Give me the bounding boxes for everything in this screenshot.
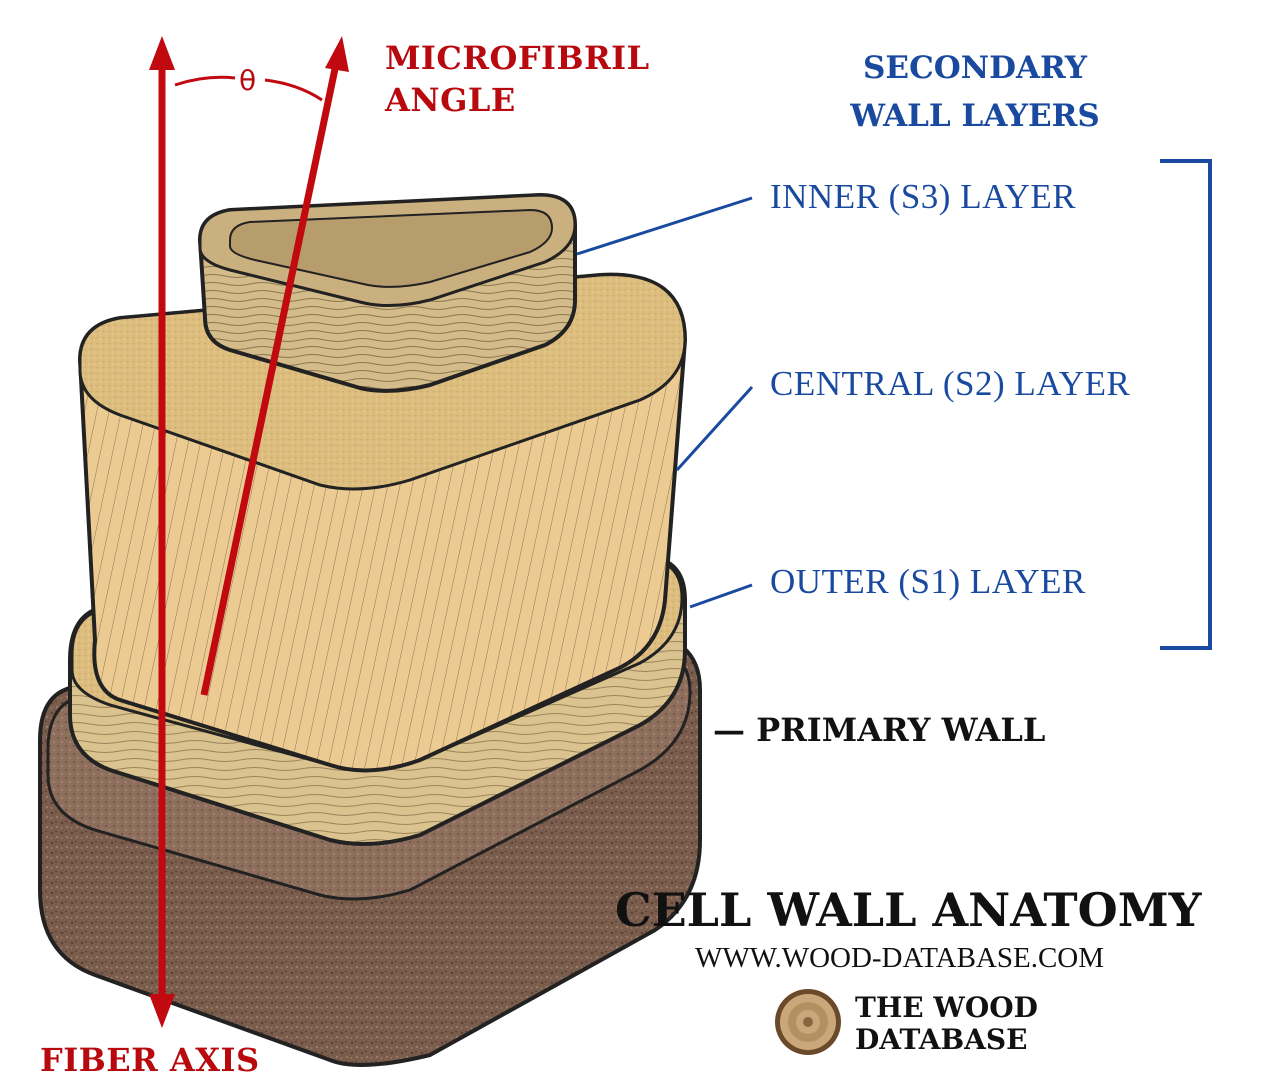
wood-log-icon (775, 989, 841, 1055)
logo-text-line2: DATABASE (855, 1024, 1027, 1056)
outer-layer-leader (690, 585, 752, 607)
central-s2-layer-label: CENTRAL (S2) LAYER (770, 364, 1130, 404)
inner-s3-layer-label: INNER (S3) LAYER (770, 177, 1076, 217)
theta-symbol: θ (239, 64, 256, 97)
secondary-wall-layers-line2: WALL LAYERS (830, 96, 1120, 137)
secondary-wall-bracket (1160, 161, 1210, 648)
theta-arc-right (265, 80, 322, 100)
diagram-title: CELL WALL ANATOMY (615, 882, 1201, 938)
inner-layer-leader (577, 198, 752, 254)
microfibril-angle-label-line1: MICROFIBRIL (385, 38, 650, 79)
secondary-wall-layers-line1: SECONDARY (830, 48, 1120, 89)
theta-arc-left (175, 77, 235, 85)
website-url: WWW.WOOD-DATABASE.COM (695, 942, 1104, 974)
primary-wall-label: — PRIMARY WALL (713, 710, 1045, 750)
fiber-axis-label: FIBER AXIS (40, 1040, 260, 1081)
outer-s1-layer-label: OUTER (S1) LAYER (770, 562, 1086, 602)
microfibril-angle-label-line2: ANGLE (385, 80, 516, 121)
central-layer-leader (677, 387, 752, 470)
logo-text-line1: THE WOOD (855, 992, 1038, 1024)
